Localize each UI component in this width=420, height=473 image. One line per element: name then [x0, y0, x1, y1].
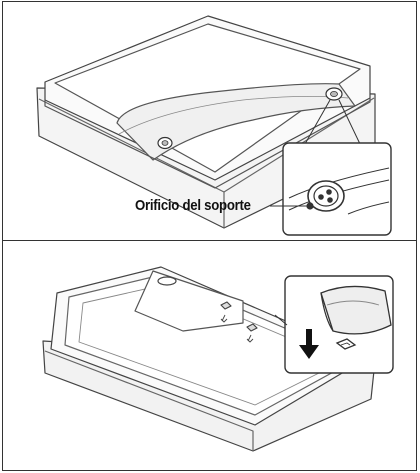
step1-illustration — [36, 15, 392, 236]
tv-back-panel-icon — [42, 266, 376, 452]
arrow-down-icon — [299, 329, 319, 359]
step2-illustration — [42, 266, 394, 452]
peel-tape-icon — [274, 275, 394, 374]
stand-hole-icon — [270, 87, 392, 236]
step2-panel — [2, 240, 417, 471]
stand-hole-label: Orificio del soporte — [135, 197, 251, 214]
step1-panel: Orificio del soporte — [2, 1, 417, 241]
